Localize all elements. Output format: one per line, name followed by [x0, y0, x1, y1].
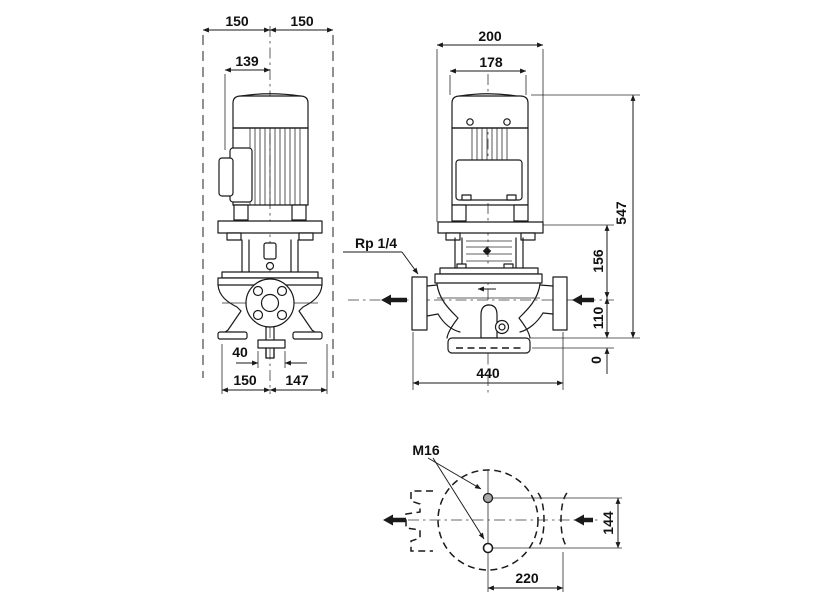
dim-drain-40: 40	[232, 344, 307, 368]
drain-plug	[494, 319, 510, 335]
lifting-eye	[503, 118, 511, 126]
motor-foot-left	[233, 204, 249, 221]
suction-flange	[552, 276, 568, 331]
flange-bolt-hole	[252, 309, 264, 321]
terminal-box-front	[455, 159, 523, 201]
stool-flange	[217, 220, 323, 234]
dim-label-144: 144	[600, 511, 616, 535]
suction-flange-plan	[537, 492, 545, 548]
dim-bolt-offset-220: 220	[487, 552, 564, 592]
bolt-thread-label: M16	[412, 442, 439, 458]
dim-head-156: 156	[590, 224, 610, 299]
plan-flow-arrow-right-icon	[574, 514, 593, 526]
motor-fins-front	[471, 128, 508, 160]
foundation-bolt-hole-top	[482, 492, 494, 504]
dim-label-150-left: 150	[225, 13, 249, 29]
dim-label-150-right: 150	[290, 13, 314, 29]
discharge-flange-plan	[405, 490, 433, 552]
dim-total-547: 547	[613, 94, 636, 339]
dim-label-440: 440	[476, 365, 500, 381]
bolt-thread-callout: M16	[412, 442, 485, 540]
stool-flange-front	[437, 221, 544, 234]
dim-base-150-147: 150 147	[221, 344, 328, 394]
gauge-port-callout: Rp 1/4	[343, 235, 419, 275]
dim-label-40: 40	[232, 344, 248, 360]
pump-foot-left	[217, 331, 248, 340]
suction-flow-arrow-icon	[572, 294, 594, 306]
dim-label-0: 0	[588, 356, 604, 364]
dim-motor-178: 178	[449, 54, 527, 95]
motor-cap	[232, 95, 309, 129]
gauge-port-label: Rp 1/4	[355, 235, 397, 251]
flange-bolt-hole	[276, 285, 288, 297]
motor-fins	[249, 128, 301, 205]
discharge-flow-arrow-icon	[381, 294, 407, 306]
dim-port-110: 110	[590, 297, 610, 339]
side-view: 150 150 139	[202, 13, 334, 394]
pump-head-front	[434, 221, 544, 284]
dim-label-547: 547	[613, 201, 629, 225]
nameplate-mark	[482, 246, 492, 256]
vertical-dims: 156 110 0 547	[530, 94, 640, 374]
dim-motor-offset-139: 139	[224, 53, 271, 150]
drain-collar	[257, 339, 286, 349]
lantern-plate-upper	[439, 267, 539, 275]
motor-front	[451, 93, 529, 222]
dim-label-139: 139	[235, 53, 259, 69]
base-plate	[447, 337, 531, 354]
plan-flow-arrow-left-icon	[383, 514, 406, 526]
motor-foot	[513, 204, 529, 222]
flange-bolt-hole	[276, 309, 288, 321]
volute-side	[217, 278, 323, 359]
flange-bolt-hole	[252, 285, 264, 297]
volute-top-plate	[221, 271, 319, 279]
port-bore	[260, 293, 280, 313]
dim-label-110: 110	[590, 306, 606, 329]
dim-label-156: 156	[590, 249, 606, 273]
foundation-bolt-hole-bottom	[482, 542, 494, 554]
suction-flange-plan	[560, 492, 568, 548]
motor-foot-right	[291, 204, 307, 221]
motor-foot	[451, 204, 467, 222]
seal-housing	[480, 304, 498, 339]
pump-head-side	[217, 220, 323, 286]
plan-view: M16 144 220	[383, 442, 622, 592]
dim-bolt-span-144: 144	[493, 497, 622, 549]
front-view: 200 178	[343, 28, 640, 394]
volute-front	[411, 276, 568, 354]
dim-flange-200: 200	[436, 28, 544, 222]
pump-foot-right	[292, 331, 323, 340]
motor-side	[218, 93, 309, 221]
dim-envelope-150-150: 150 150	[202, 13, 334, 33]
dim-label-178: 178	[479, 54, 503, 70]
motor-cap-front	[451, 95, 529, 129]
discharge-flange	[411, 276, 428, 331]
lifting-eye	[466, 118, 474, 126]
terminal-box-cover	[218, 157, 234, 197]
dim-port-to-port-440: 440	[412, 332, 564, 390]
dim-label-220: 220	[515, 570, 539, 586]
dim-label-150-base: 150	[233, 372, 257, 388]
dim-label-200: 200	[478, 28, 502, 44]
dim-label-147-base: 147	[285, 372, 309, 388]
dim-zero-datum: 0	[588, 347, 610, 374]
lantern-plate-lower	[434, 273, 543, 284]
